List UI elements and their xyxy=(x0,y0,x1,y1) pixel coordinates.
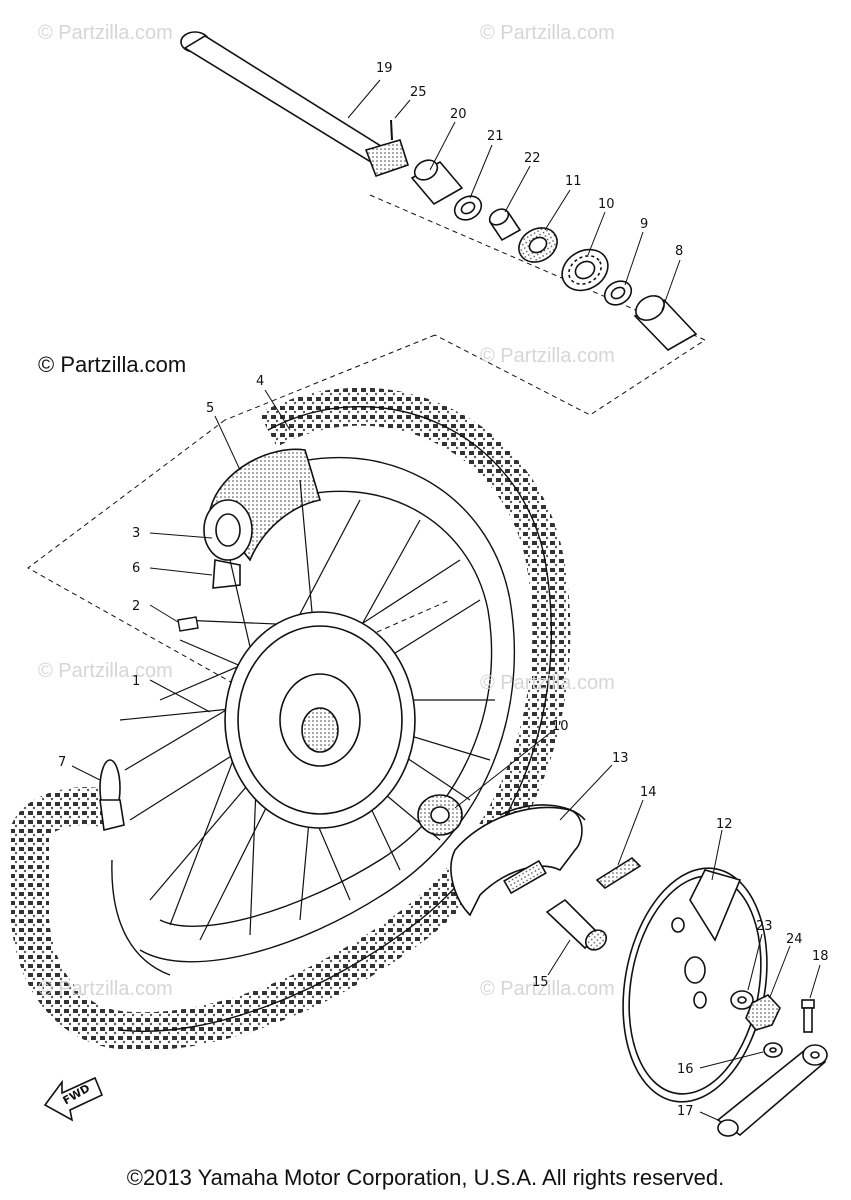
callout-5: 5 xyxy=(206,401,215,416)
callout-25: 25 xyxy=(410,85,427,100)
callout-3: 3 xyxy=(132,526,141,541)
callout-21: 21 xyxy=(487,129,504,144)
callout-9: 9 xyxy=(640,217,649,232)
brake-shoes xyxy=(450,804,586,917)
collar-22 xyxy=(488,208,522,242)
fwd-arrow-icon xyxy=(43,1076,104,1122)
spacer-8 xyxy=(633,295,698,352)
callout-20: 20 xyxy=(450,107,467,122)
oil-seal-9 xyxy=(603,280,633,306)
callout-leaders xyxy=(71,79,821,1121)
axle-spacer-20 xyxy=(410,159,464,206)
watermark: © Partzilla.com xyxy=(480,672,615,694)
callout-23: 23 xyxy=(756,919,773,934)
cotter-pin-25 xyxy=(390,119,393,141)
nut-24 xyxy=(745,994,781,1031)
rim-lock xyxy=(99,759,125,831)
callout-24: 24 xyxy=(786,932,803,947)
callout-10-lower: 10 xyxy=(552,719,569,734)
bolt-18 xyxy=(801,999,815,1033)
callout-17: 17 xyxy=(677,1104,694,1119)
callout-11: 11 xyxy=(565,174,582,189)
watermark: © Partzilla.com xyxy=(38,978,173,1000)
callout-6: 6 xyxy=(132,561,141,576)
callout-2: 2 xyxy=(132,599,141,614)
callout-10-upper: 10 xyxy=(598,197,615,212)
washer-16 xyxy=(763,1042,783,1058)
callout-12: 12 xyxy=(716,817,733,832)
callout-1: 1 xyxy=(132,674,141,689)
watermark: © Partzilla.com xyxy=(480,978,615,1000)
watermark: © Partzilla.com xyxy=(38,22,173,44)
callout-13: 13 xyxy=(612,751,629,766)
bearing-10-lower xyxy=(417,794,463,836)
brake-shoe-plate xyxy=(622,867,768,1103)
rim xyxy=(111,456,516,976)
callout-14: 14 xyxy=(640,785,657,800)
callout-7: 7 xyxy=(58,755,67,770)
callout-16: 16 xyxy=(677,1062,694,1077)
callout-18: 18 xyxy=(812,949,829,964)
bearing-10-upper xyxy=(561,248,609,292)
oil-seal-21 xyxy=(453,195,483,221)
hub xyxy=(224,611,416,829)
watermark: © Partzilla.com xyxy=(38,660,173,682)
washer-23 xyxy=(730,990,754,1010)
brake-cam-lever xyxy=(716,1044,828,1137)
return-spring xyxy=(595,856,642,890)
watermark-dark: © Partzilla.com xyxy=(38,352,187,377)
brake-camshaft xyxy=(545,898,608,951)
callout-22: 22 xyxy=(524,151,541,166)
callout-4: 4 xyxy=(256,374,265,389)
callout-8: 8 xyxy=(675,244,684,259)
watermark: © Partzilla.com xyxy=(480,22,615,44)
spoke-nipple xyxy=(177,616,199,632)
bearing-11 xyxy=(518,227,558,263)
copyright-notice: ©2013 Yamaha Motor Corporation, U.S.A. A… xyxy=(126,1165,725,1190)
callout-15: 15 xyxy=(532,975,549,990)
axle xyxy=(180,31,410,178)
watermark: © Partzilla.com xyxy=(480,345,615,367)
callout-19: 19 xyxy=(376,61,393,76)
tube-cutaway xyxy=(203,448,322,589)
